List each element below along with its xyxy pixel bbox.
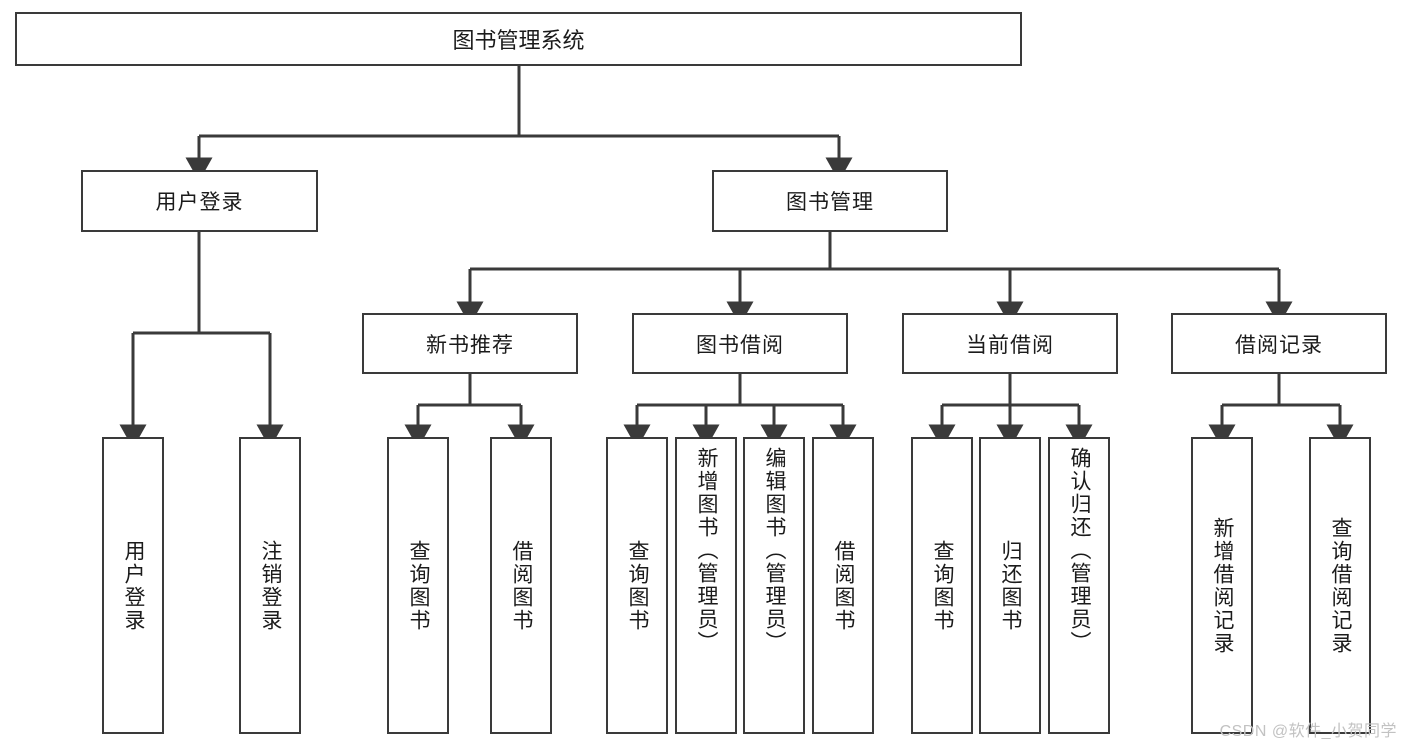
csdn-watermark: CSDN @软件_小贺同学	[1219, 723, 1397, 740]
node-borrow-record[interactable]: 借阅记录	[1171, 313, 1387, 374]
node-label: 借阅记录	[1235, 333, 1323, 357]
node-label: 借阅图书	[509, 539, 533, 632]
leaf-confirm-return-admin[interactable]: 确认归还（管理员）	[1048, 437, 1110, 734]
node-user-login[interactable]: 用户登录	[81, 170, 318, 232]
node-book-borrow[interactable]: 图书借阅	[632, 313, 848, 374]
node-label: 注销登录	[258, 539, 282, 632]
node-book-management[interactable]: 图书管理	[712, 170, 948, 232]
leaf-query-book-current[interactable]: 查询图书	[911, 437, 973, 734]
node-label: 查询图书	[625, 539, 649, 632]
node-label: 新增图书（管理员）	[694, 447, 718, 654]
node-label: 新增借阅记录	[1210, 516, 1234, 655]
node-label: 用户登录	[155, 191, 244, 214]
leaf-return-book[interactable]: 归还图书	[979, 437, 1041, 734]
leaf-add-borrow-record[interactable]: 新增借阅记录	[1191, 437, 1253, 734]
node-label: 借阅图书	[831, 539, 855, 632]
node-label: 图书管理系统	[452, 28, 585, 53]
leaf-borrow-book[interactable]: 借阅图书	[812, 437, 874, 734]
node-label: 图书借阅	[696, 333, 784, 357]
node-current-borrow[interactable]: 当前借阅	[902, 313, 1118, 374]
node-label: 用户登录	[121, 539, 145, 632]
node-label: 确认归还（管理员）	[1067, 447, 1091, 654]
node-label: 查询图书	[930, 539, 954, 632]
node-label: 归还图书	[998, 539, 1022, 632]
leaf-query-book-recommend[interactable]: 查询图书	[387, 437, 449, 734]
node-label: 图书管理	[786, 191, 874, 214]
leaf-user-login[interactable]: 用户登录	[102, 437, 164, 734]
leaf-edit-book-admin[interactable]: 编辑图书（管理员）	[743, 437, 805, 734]
leaf-borrow-book-recommend[interactable]: 借阅图书	[490, 437, 552, 734]
node-label: 查询图书	[406, 539, 430, 632]
node-new-book-recommend[interactable]: 新书推荐	[362, 313, 578, 374]
node-label: 查询借阅记录	[1328, 516, 1352, 655]
node-label: 当前借阅	[966, 333, 1054, 357]
node-label: 编辑图书（管理员）	[762, 447, 786, 654]
leaf-query-borrow-record[interactable]: 查询借阅记录	[1309, 437, 1371, 734]
leaf-query-book-borrow[interactable]: 查询图书	[606, 437, 668, 734]
node-label: 新书推荐	[426, 333, 514, 357]
node-root-book-management-system[interactable]: 图书管理系统	[15, 12, 1022, 66]
leaf-add-book-admin[interactable]: 新增图书（管理员）	[675, 437, 737, 734]
leaf-logout[interactable]: 注销登录	[239, 437, 301, 734]
